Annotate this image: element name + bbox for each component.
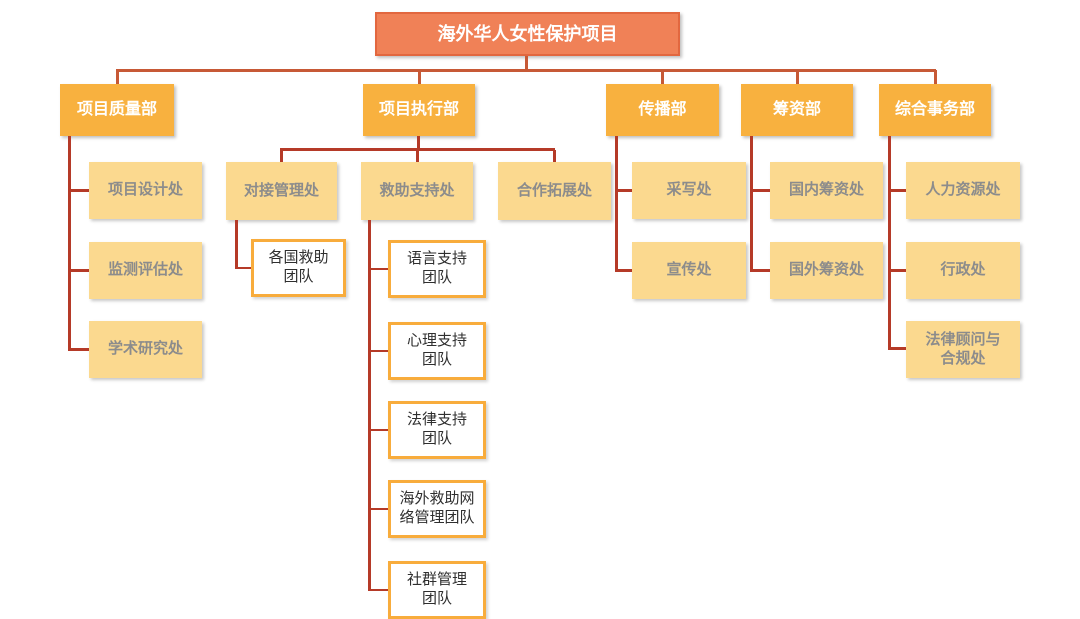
connector-line xyxy=(368,349,388,352)
team-community-management-box: 社群管理 团队 xyxy=(388,561,486,619)
office-legal-compliance-box: 法律顾问与 合规处 xyxy=(906,321,1020,378)
connector-line xyxy=(934,70,937,84)
office-human-resources-box: 人力资源处 xyxy=(906,162,1020,219)
dept-project-execution-box: 项目执行部 xyxy=(363,84,475,136)
connector-line xyxy=(525,56,528,70)
connector-line xyxy=(368,267,388,270)
connector-line xyxy=(615,269,632,272)
connector-line xyxy=(68,136,71,351)
connector-line xyxy=(280,150,283,162)
dept-general-affairs-box: 综合事务部 xyxy=(879,84,991,136)
dept-fundraising-box: 筹资部 xyxy=(741,84,853,136)
connector-line xyxy=(553,150,556,162)
connector-line xyxy=(116,69,936,72)
connector-line xyxy=(368,507,388,510)
office-overseas-fundraising-box: 国外筹资处 xyxy=(770,242,883,299)
connector-line xyxy=(888,347,906,350)
office-academic-research-box: 学术研究处 xyxy=(89,321,202,378)
connector-line xyxy=(368,428,388,431)
connector-line xyxy=(888,269,906,272)
team-language-support-box: 语言支持 团队 xyxy=(388,240,486,298)
connector-line xyxy=(235,266,251,269)
connector-line xyxy=(615,189,632,192)
connector-line xyxy=(416,150,419,162)
connector-line xyxy=(417,136,420,150)
connector-line xyxy=(68,348,89,351)
dept-project-quality-box: 项目质量部 xyxy=(60,84,174,136)
connector-line xyxy=(750,136,753,271)
office-rescue-support-box: 救助支持处 xyxy=(361,162,473,220)
connector-line xyxy=(615,136,618,271)
team-overseas-rescue-network-box: 海外救助网 络管理团队 xyxy=(388,480,486,538)
connector-line xyxy=(280,148,555,151)
dept-communication-box: 传播部 xyxy=(606,84,719,136)
connector-line xyxy=(796,70,799,84)
connector-line xyxy=(888,189,906,192)
connector-line xyxy=(68,189,89,192)
team-legal-support-box: 法律支持 团队 xyxy=(388,401,486,459)
connector-line xyxy=(368,588,388,591)
connector-line xyxy=(116,70,119,84)
team-psychological-support-box: 心理支持 团队 xyxy=(388,322,486,380)
team-country-rescue-box: 各国救助 团队 xyxy=(251,239,346,297)
connector-line xyxy=(418,70,421,84)
connector-line xyxy=(661,70,664,84)
office-publicity-box: 宣传处 xyxy=(632,242,746,299)
office-writing-box: 采写处 xyxy=(632,162,746,219)
connector-line xyxy=(68,269,89,272)
connector-line xyxy=(888,136,891,349)
office-administration-box: 行政处 xyxy=(906,242,1020,299)
office-project-design-box: 项目设计处 xyxy=(89,162,202,219)
connector-line xyxy=(368,220,371,591)
office-cooperation-expansion-box: 合作拓展处 xyxy=(498,162,611,220)
office-domestic-fundraising-box: 国内筹资处 xyxy=(770,162,883,219)
root-node: 海外华人女性保护项目 xyxy=(375,12,680,56)
connector-line xyxy=(750,189,770,192)
connector-line xyxy=(235,220,238,269)
connector-line xyxy=(750,269,770,272)
office-monitoring-evaluation-box: 监测评估处 xyxy=(89,242,202,299)
office-liaison-management-box: 对接管理处 xyxy=(226,162,337,220)
